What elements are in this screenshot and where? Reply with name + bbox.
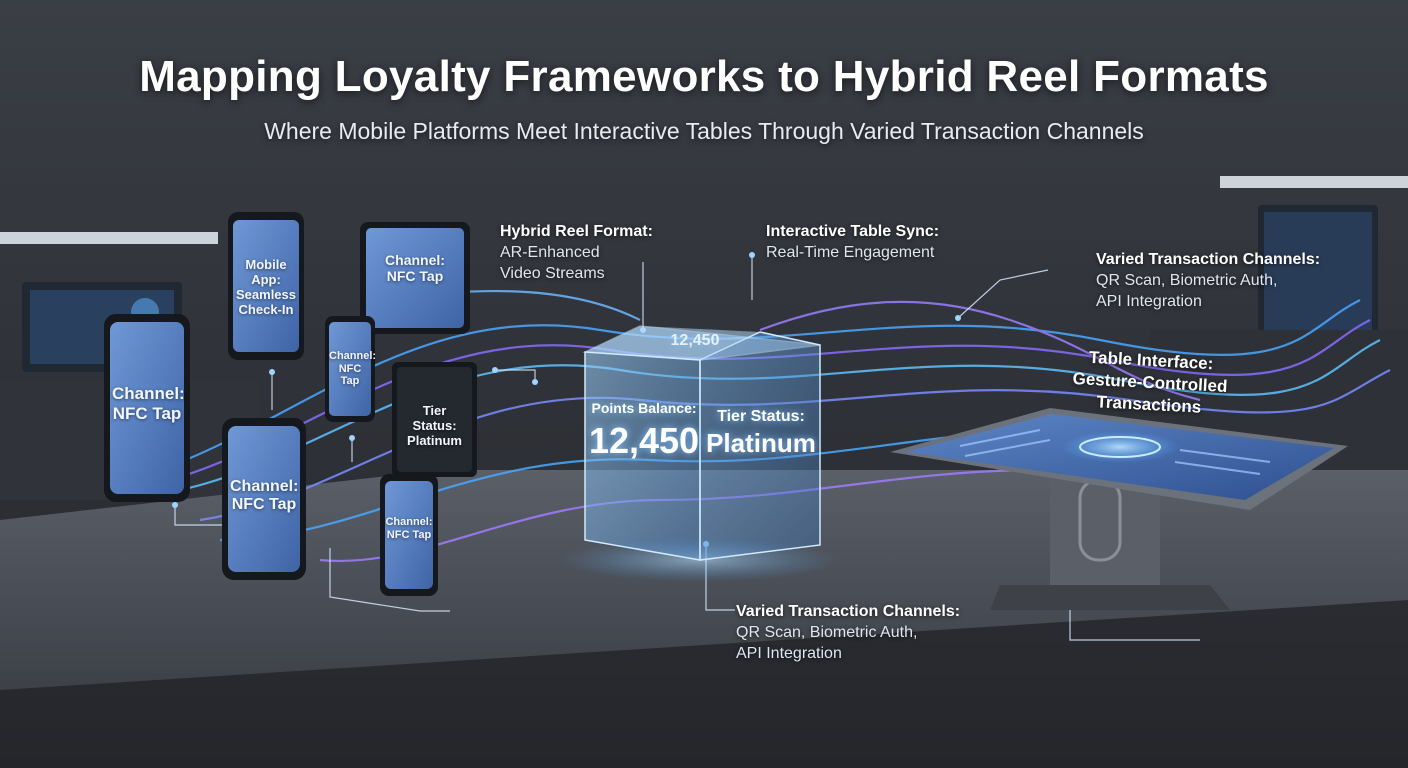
mid-nfc-label: Channel: NFC Tap xyxy=(230,478,299,514)
left-nfc-phone: Channel: NFC Tap xyxy=(112,384,185,423)
tier-status-card: Tier Status: Platinum xyxy=(399,403,470,449)
bottom-nfc-label: Channel: NFC Tap xyxy=(385,516,433,541)
callout-hybrid-heading: Hybrid Reel Format: xyxy=(500,223,653,240)
callout-channels-top: Varied Transaction Channels: QR Scan, Bi… xyxy=(1096,250,1320,312)
callout-channels-bottom-line1: QR Scan, Biometric Auth, xyxy=(736,623,918,641)
tablet-nfc-screen: Channel: NFC Tap xyxy=(372,252,458,284)
callout-table-sync: Interactive Table Sync: Real-Time Engage… xyxy=(766,222,939,264)
interactive-table-kiosk xyxy=(890,408,1348,610)
callout-table-interface: Table Interface: Gesture-Controlled Tran… xyxy=(1018,343,1281,423)
callout-channels-top-heading: Varied Transaction Channels: xyxy=(1096,251,1321,268)
mobile-app-phone: Mobile App: Seamless Check-In xyxy=(233,257,299,318)
callout-hybrid-reel: Hybrid Reel Format: AR-Enhanced Video St… xyxy=(500,222,653,284)
cube-tier-value: Platinum xyxy=(706,428,816,458)
tablet-nfc-label: Channel: NFC Tap xyxy=(385,252,445,285)
callout-hybrid-line2: Video Streams xyxy=(500,264,605,282)
small-nfc-label: Channel: NFC Tap xyxy=(329,350,377,388)
phone-devices xyxy=(104,212,477,596)
tier-card-label: Tier Status: Platinum xyxy=(407,403,462,448)
callout-channels-bottom-heading: Varied Transaction Channels: xyxy=(736,603,961,620)
cube-tier-label: Tier Status: xyxy=(717,408,805,425)
callout-hybrid-line1: AR-Enhanced xyxy=(500,243,600,261)
page-subtitle: Where Mobile Platforms Meet Interactive … xyxy=(264,118,1144,144)
page-title: Mapping Loyalty Frameworks to Hybrid Ree… xyxy=(139,52,1269,101)
callout-sync-line1: Real-Time Engagement xyxy=(766,243,935,261)
mobile-app-label: Mobile App: Seamless Check-In xyxy=(236,257,296,317)
callout-channels-bottom-line2: API Integration xyxy=(736,644,842,662)
small-nfc-phone: Channel: NFC Tap xyxy=(329,350,377,388)
mid-nfc-phone: Channel: NFC Tap xyxy=(230,478,298,515)
callout-channels-top-line1: QR Scan, Biometric Auth, xyxy=(1096,271,1278,289)
points-cube xyxy=(560,325,840,582)
callout-channels-top-line2: API Integration xyxy=(1096,292,1202,310)
points-balance-label: Points Balance: xyxy=(591,400,697,416)
callout-channels-bottom: Varied Transaction Channels: QR Scan, Bi… xyxy=(736,602,960,664)
points-balance-value: 12,450 xyxy=(588,420,700,461)
bottom-nfc-phone: Channel: NFC Tap xyxy=(385,516,433,541)
left-nfc-label: Channel: NFC Tap xyxy=(112,384,185,423)
callout-sync-heading: Interactive Table Sync: xyxy=(766,223,940,240)
cube-top-value: 12,450 xyxy=(670,332,720,349)
